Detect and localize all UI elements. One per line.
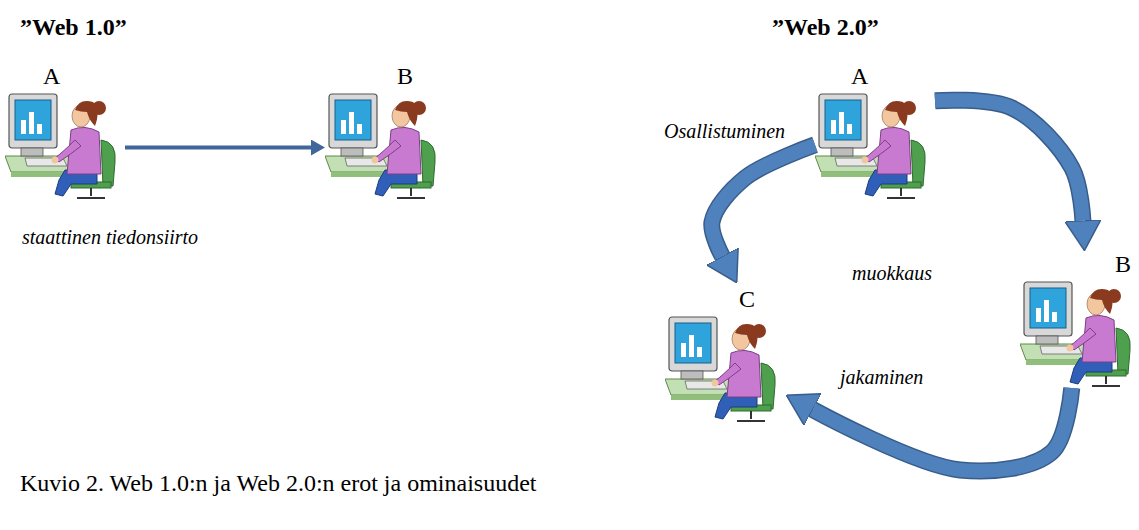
person-letter: B: [325, 62, 445, 90]
section-heading: ”Web 2.0”: [772, 14, 879, 41]
person-at-computer-icon: [1020, 278, 1135, 388]
curved-block-arrow: [935, 100, 1083, 220]
person-at-computer-icon: [815, 90, 930, 200]
flow-arrow: [125, 146, 311, 150]
arrow-label: muokkaus: [850, 262, 934, 285]
person-at-computer-icon: [1020, 282, 1130, 386]
person-at-computer-icon: [665, 317, 775, 421]
computer-user: A: [815, 62, 935, 200]
arrow-outline: [813, 388, 1072, 471]
person-at-computer-icon: [5, 94, 115, 198]
section-heading: ”Web 1.0”: [20, 14, 127, 41]
person-letter: B: [1020, 250, 1135, 278]
computer-user: B: [325, 62, 445, 200]
arrow-outline: [712, 145, 815, 256]
arrow-label: staattinen tiedonsiirto: [20, 226, 200, 249]
person-letter: A: [815, 62, 935, 90]
curved-block-arrow: [712, 145, 815, 256]
person-at-computer-icon: [815, 94, 925, 198]
curved-block-arrow: [813, 388, 1072, 471]
computer-user: A: [5, 62, 125, 200]
computer-user: B: [1020, 250, 1135, 388]
person-at-computer-icon: [5, 90, 120, 200]
arrow-label: Osallistuminen: [662, 120, 787, 143]
person-letter: C: [665, 285, 785, 313]
arrow-outline: [935, 100, 1083, 220]
arrow-label: jakaminen: [838, 366, 925, 389]
person-letter: A: [5, 62, 125, 90]
computer-user: C: [665, 285, 785, 423]
person-at-computer-icon: [325, 94, 435, 198]
person-at-computer-icon: [325, 90, 440, 200]
person-at-computer-icon: [665, 313, 780, 423]
figure-caption: Kuvio 2. Web 1.0:n ja Web 2.0:n erot ja …: [20, 470, 537, 497]
